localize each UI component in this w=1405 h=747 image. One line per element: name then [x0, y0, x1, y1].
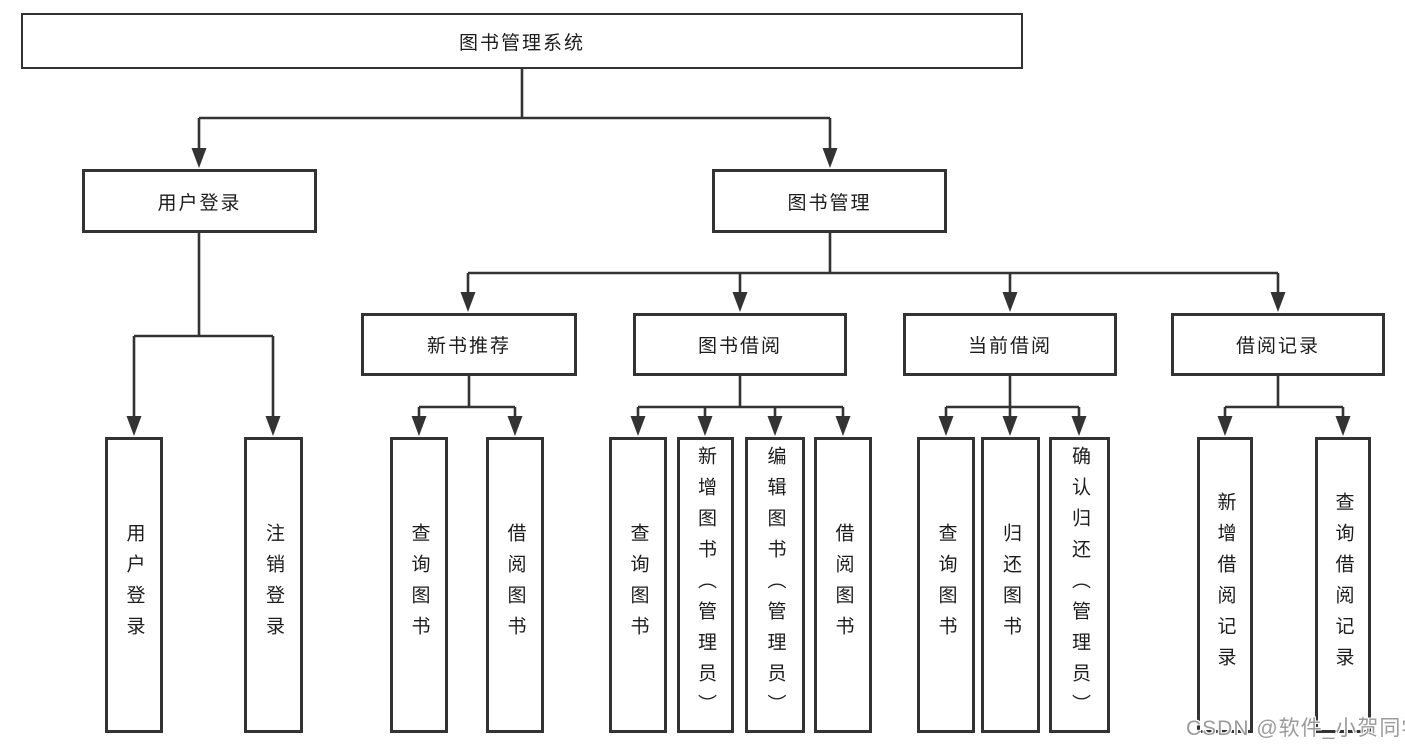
node-leaf-return-books: 归还图书	[981, 437, 1040, 733]
node-leaf-edit-book-admin: 编辑图书（管理员）	[745, 437, 805, 733]
node-label: 查询借阅记录	[1332, 492, 1354, 678]
arrowheads	[126, 148, 1351, 436]
node-borrow-records: 借阅记录	[1171, 313, 1385, 376]
node-label: 归还图书	[1000, 523, 1021, 647]
node-label: 查询图书	[627, 523, 649, 647]
node-label: 新增图书（管理员）	[695, 445, 716, 725]
node-label: 借阅记录	[1235, 336, 1320, 357]
node-leaf-query-borrow-record: 查询借阅记录	[1315, 437, 1371, 733]
node-leaf-query-books-borrow: 查询图书	[609, 437, 667, 733]
node-label: 注销登录	[263, 523, 284, 647]
node-label: 当前借阅	[967, 336, 1052, 357]
node-label: 用户登录	[157, 192, 242, 214]
node-new-book-recommend: 新书推荐	[361, 313, 577, 376]
node-library-system: 图书管理系统	[21, 13, 1023, 69]
node-label: 新书推荐	[426, 336, 511, 357]
node-label: 借阅图书	[832, 523, 854, 647]
watermark: CSDN @软件_小贺同学	[1186, 717, 1405, 740]
node-label: 图书管理	[787, 192, 872, 214]
node-label: 借阅图书	[504, 523, 526, 647]
node-leaf-logout: 注销登录	[244, 437, 303, 733]
node-label: 查询图书	[935, 523, 957, 647]
node-leaf-borrow-books-recommend: 借阅图书	[486, 437, 544, 733]
node-leaf-borrow-books: 借阅图书	[814, 437, 872, 733]
node-label: 图书借阅	[697, 336, 782, 357]
node-book-borrow: 图书借阅	[633, 313, 847, 376]
node-label: 用户登录	[123, 523, 145, 647]
node-leaf-confirm-return-admin: 确认归还（管理员）	[1049, 437, 1110, 733]
node-leaf-query-books-current: 查询图书	[917, 437, 975, 733]
node-label: 确认归还（管理员）	[1069, 445, 1090, 725]
node-current-borrow: 当前借阅	[903, 313, 1117, 376]
node-leaf-query-books-recommend: 查询图书	[390, 437, 448, 733]
node-leaf-add-book-admin: 新增图书（管理员）	[677, 437, 734, 733]
node-label: 图书管理系统	[458, 32, 585, 54]
node-label: 新增借阅记录	[1214, 492, 1236, 678]
node-label: 编辑图书（管理员）	[764, 445, 786, 725]
node-leaf-add-borrow-record: 新增借阅记录	[1197, 437, 1253, 733]
node-label: 查询图书	[408, 523, 430, 647]
node-leaf-user-login: 用户登录	[105, 437, 163, 733]
node-user-login: 用户登录	[82, 169, 317, 233]
node-book-management: 图书管理	[712, 169, 947, 233]
